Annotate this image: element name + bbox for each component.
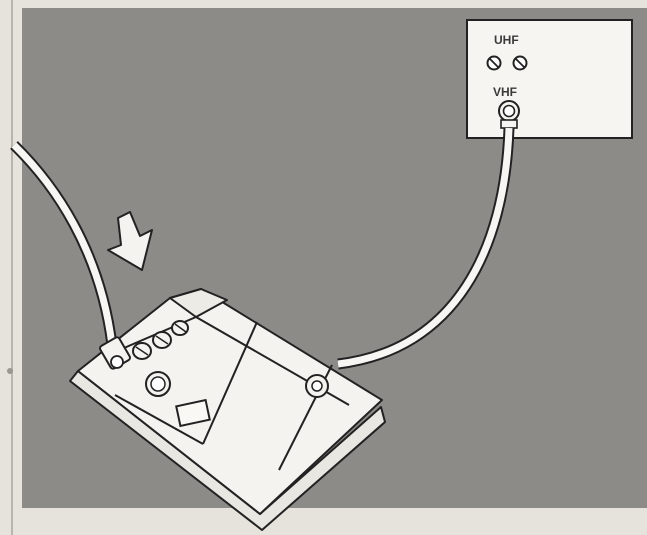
- knob-icon: [145, 371, 171, 397]
- screw-terminal-icon: [512, 55, 528, 71]
- coax-connector-icon: [99, 336, 131, 370]
- antenna-switch-box: [69, 288, 386, 531]
- screw-terminal-icon: [171, 320, 189, 336]
- output-jack-icon: [305, 374, 329, 398]
- screw-terminal-icon: [132, 342, 152, 360]
- vhf-label: VHF: [493, 85, 517, 99]
- coax-connector-icon: [498, 100, 520, 129]
- screw-terminal-icon: [486, 55, 502, 71]
- panel-divider: [202, 321, 258, 445]
- panel-divider: [114, 394, 204, 445]
- antenna-lead-cable-core: [11, 142, 116, 346]
- antenna-wall-plate: [466, 19, 633, 139]
- uhf-label: UHF: [494, 33, 519, 47]
- down-left-arrow-icon: [107, 211, 153, 271]
- slide-switch-icon: [175, 398, 211, 428]
- vhf-cable-core: [337, 127, 513, 368]
- binding-hole: [7, 368, 13, 374]
- switch-box-raised-section: [169, 288, 228, 318]
- screw-terminal-icon: [152, 331, 172, 349]
